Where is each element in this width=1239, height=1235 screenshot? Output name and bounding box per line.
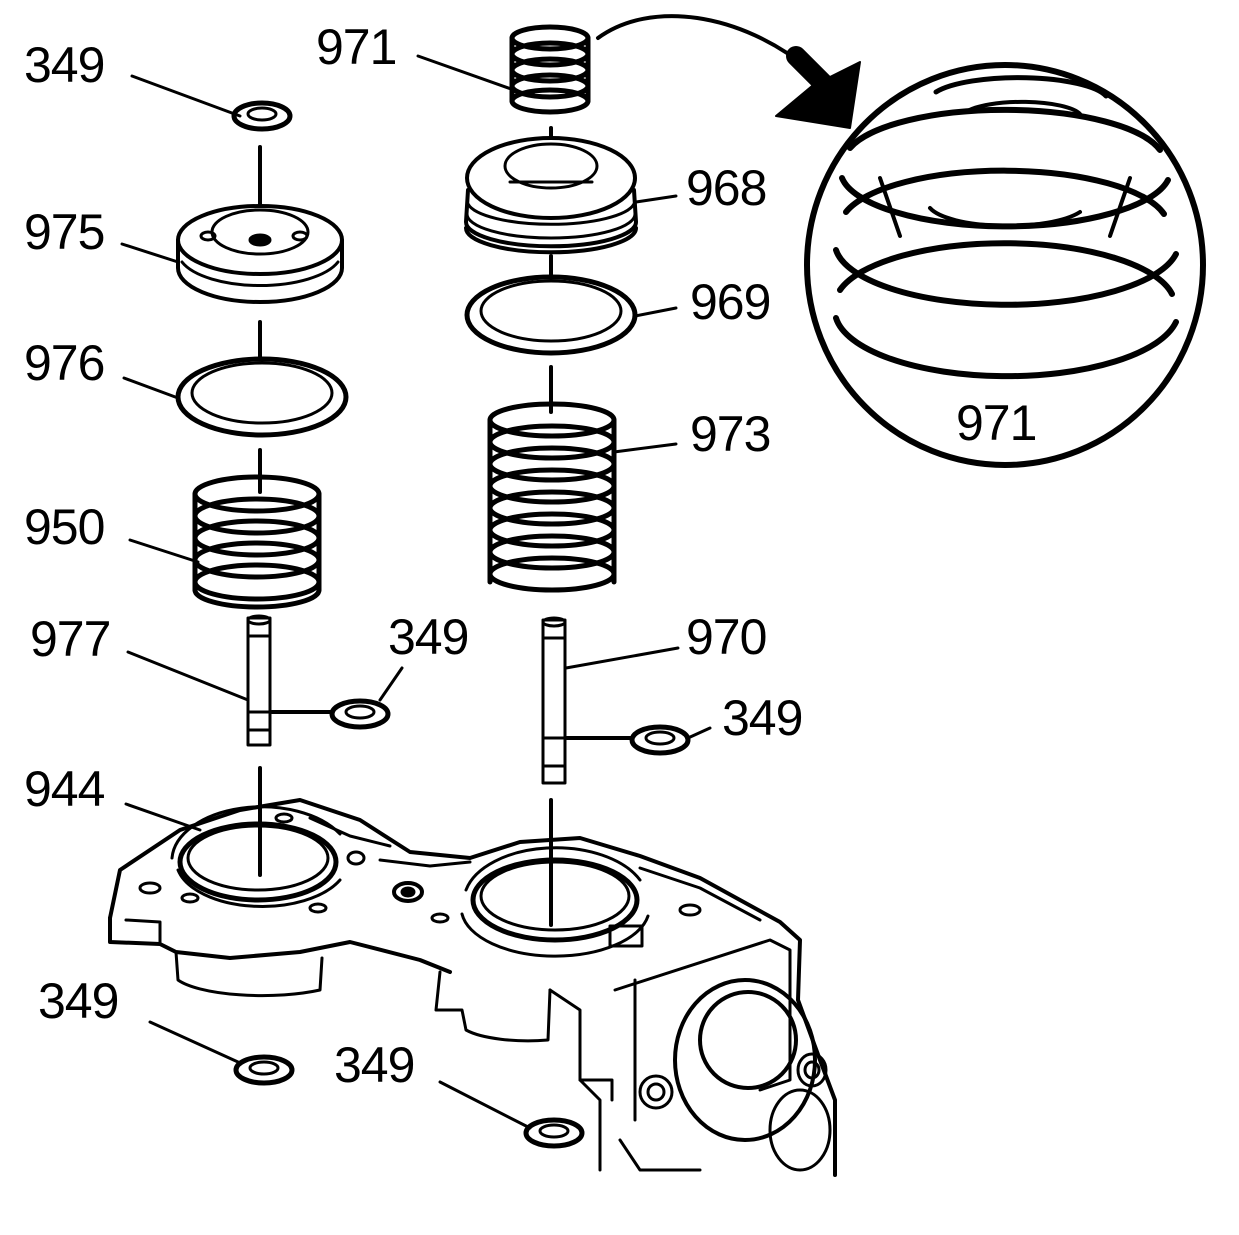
callout-349-bottom-left: 349 [38, 973, 119, 1029]
pin-right [541, 616, 634, 785]
detail-view-circle [804, 62, 1206, 468]
detail-arrow [596, 14, 861, 129]
seal-ring-left [175, 356, 349, 438]
seal-ring-right [464, 274, 638, 356]
callout-971-top: 971 [316, 19, 397, 75]
spring-left [192, 474, 322, 610]
pin-left [246, 614, 332, 747]
washer-bottom-left [233, 1054, 295, 1086]
washer-mid-right [629, 724, 691, 756]
washer-mid-left [329, 698, 391, 730]
washer-top-left [231, 100, 293, 132]
callout-969: 969 [690, 274, 771, 330]
callout-349-top-left: 349 [24, 37, 105, 93]
callout-977: 977 [30, 611, 111, 667]
callout-975: 975 [24, 204, 105, 260]
leader-lines [120, 54, 712, 1130]
callout-349-mid-left: 349 [388, 609, 469, 665]
callout-976: 976 [24, 335, 105, 391]
callout-950: 950 [24, 499, 105, 555]
callout-971-detail: 971 [956, 395, 1037, 451]
cover-housing [108, 798, 837, 1177]
spring-right [487, 401, 617, 593]
callout-973: 973 [690, 406, 771, 462]
callout-970: 970 [686, 609, 767, 665]
washer-bottom-center [523, 1117, 585, 1149]
accumulator-piston-left [176, 204, 344, 304]
callout-349-bottom-center: 349 [334, 1037, 415, 1093]
inner-spring-top [509, 24, 591, 115]
callout-349-mid-right: 349 [722, 690, 803, 746]
accumulator-piston-right [464, 136, 638, 255]
callout-944: 944 [24, 761, 105, 817]
callout-968: 968 [686, 160, 767, 216]
